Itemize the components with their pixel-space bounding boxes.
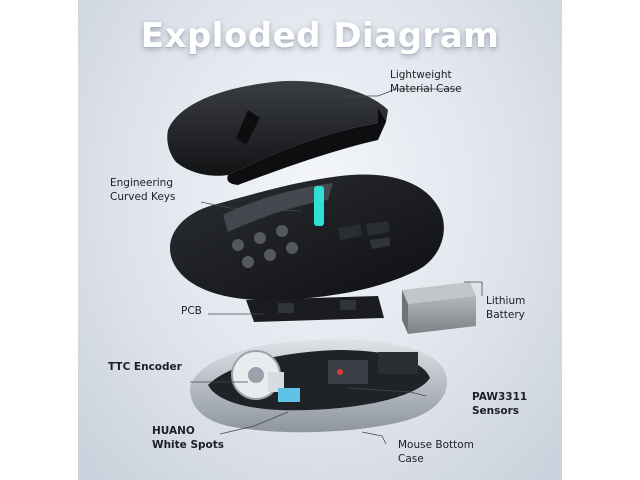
label-lithium-battery-line1: Lithium [486,295,526,307]
label-pcb: PCB [181,305,202,317]
lithium-battery-part [402,282,476,334]
leader-lines [190,88,483,445]
label-sensor-line1: PAW3311 [472,391,528,403]
huano-switch [278,388,300,402]
label-ttc-encoder: TTC Encoder [108,361,182,373]
label-switches: HUANO White Spots [152,424,224,452]
page-title: Exploded Diagram [140,16,500,56]
label-material-case: Lightweight Material Case [390,68,462,96]
bottom-case-part [189,339,448,433]
pcb-part [246,296,384,322]
label-lithium-battery: Lithium Battery [486,294,525,322]
accent-light-strip [314,186,324,226]
label-switches-line1: HUANO [152,425,195,437]
lightweight-case-part [167,80,388,185]
label-material-case-line2: Material Case [390,83,462,95]
exploded-mouse-illustration [167,80,483,445]
label-bottom-case-line2: Case [398,453,424,465]
label-material-case-line1: Lightweight [390,69,452,81]
label-sensor: PAW3311 Sensors [472,390,527,418]
label-curved-keys-line1: Engineering [110,177,173,189]
label-curved-keys-line2: Curved Keys [110,191,176,203]
label-curved-keys: Engineering Curved Keys [110,176,176,204]
label-bottom-case: Mouse Bottom Case [398,438,474,466]
mouse-body-part [169,174,444,301]
diagram-canvas: Exploded Diagram Lightweight Material Ca… [78,0,562,480]
label-sensor-line2: Sensors [472,405,520,417]
label-lithium-battery-line2: Battery [486,309,525,321]
label-switches-line2: White Spots [152,439,225,451]
label-bottom-case-line1: Mouse Bottom [398,439,474,451]
